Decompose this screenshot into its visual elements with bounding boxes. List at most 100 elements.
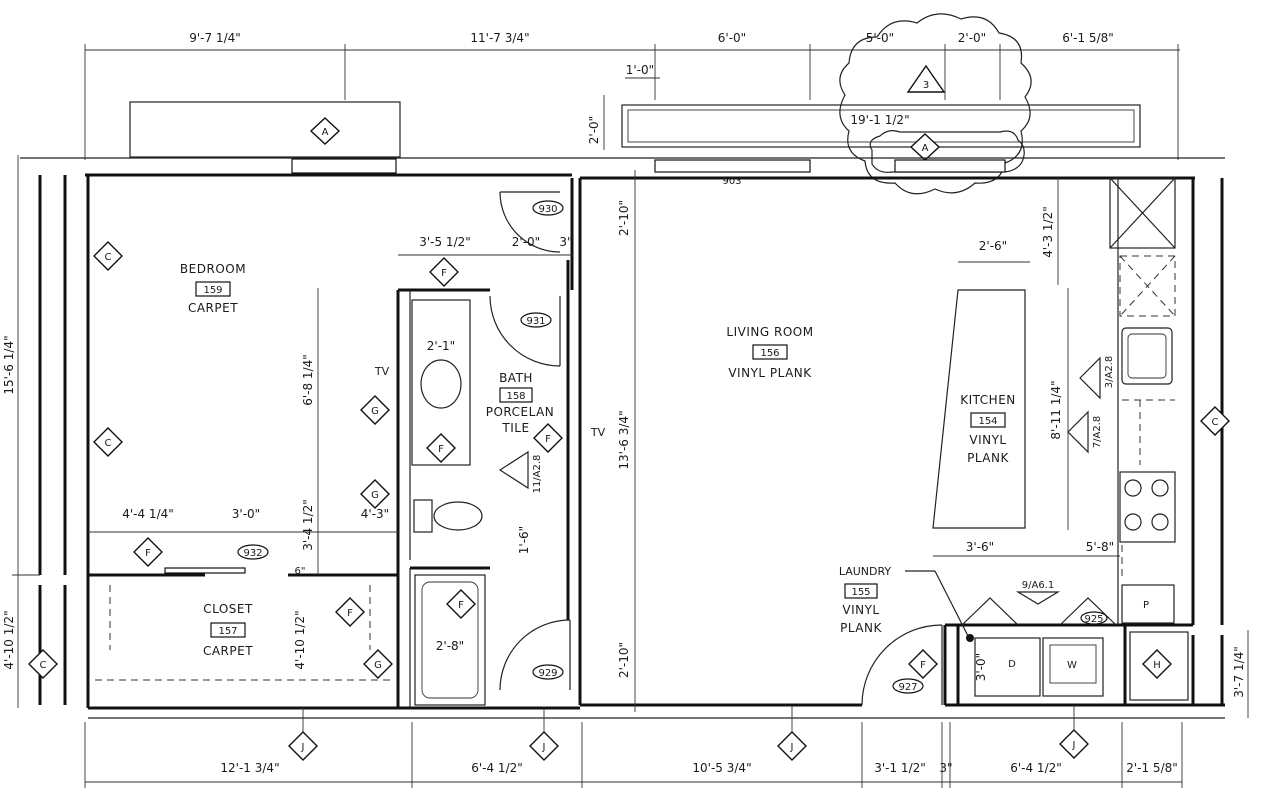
living-finish: VINYL PLANK (728, 366, 812, 380)
dim-bath-width: 3'-5 1/2" (419, 235, 471, 249)
bay-box: A (129, 101, 401, 158)
revision-number: 3 (923, 80, 929, 91)
wall-type-f-icon (429, 257, 459, 287)
tag-j-3: J (790, 742, 794, 753)
tag-j-4: J (1072, 740, 1076, 751)
bath-name: BATH (499, 371, 533, 385)
wall-type-j-icon (1059, 729, 1089, 759)
dim-right-edge: 3'-7 1/4" (1232, 646, 1246, 698)
door-927: 927 (898, 682, 917, 693)
dim-tub: 2'-8" (436, 639, 464, 653)
bedroom-name: BEDROOM (180, 262, 246, 276)
tag-g-bath-1: G (371, 406, 379, 417)
dim-canopy: 19'-1 1/2" (850, 113, 909, 127)
pantry (1121, 584, 1175, 624)
dim-entry-top: 2'-10" (617, 200, 631, 236)
bath-number: 158 (506, 391, 525, 402)
wall-type-g-icon (363, 649, 393, 679)
tag-c-1: C (105, 252, 112, 263)
dim-top-6: 6'-1 5/8" (1062, 31, 1114, 45)
dim-left-2: 4'-10 1/2" (2, 610, 16, 669)
tag-f-bath-mid: F (438, 444, 444, 455)
wall-type-j-icon (288, 731, 318, 761)
wall-type-h-icon (1142, 649, 1172, 679)
kitchen-sink (1121, 327, 1173, 385)
living-number: 156 (760, 348, 779, 359)
wall-type-c-icon (28, 649, 58, 679)
wall-type-f-icon (426, 433, 456, 463)
kitchen-finish-2: PLANK (967, 451, 1009, 465)
dim-entry-bottom: 2'-10" (617, 642, 631, 678)
interior-walls (88, 178, 1193, 708)
tag-f-bath-top: F (441, 268, 447, 279)
dim-closet-left: 4'-4 1/4" (122, 507, 174, 521)
dim-bottom-5: 3" (939, 761, 952, 775)
dim-counter-right: 5'-8" (1086, 540, 1114, 554)
washer-label: W (1067, 660, 1077, 671)
dim-wc-width: 4'-3" (361, 507, 389, 521)
door-925: 925 (1084, 614, 1103, 625)
dim-bottom-1: 12'-1 3/4" (220, 761, 279, 775)
wall-type-f-icon (335, 597, 365, 627)
window-living (654, 159, 811, 173)
tag-a-label-2: A (922, 143, 929, 154)
tag-g-bath-2: G (371, 490, 379, 501)
tag-h: H (1153, 660, 1161, 671)
dryer (974, 637, 1041, 697)
dim-bottom-4: 3'-1 1/2" (874, 761, 926, 775)
kitchen-island (932, 289, 1026, 529)
dim-top-5: 2'-0" (958, 31, 986, 45)
dim-kitchen-right: 4'-3 1/2" (1041, 206, 1055, 258)
tag-c-2: C (105, 438, 112, 449)
wall-type-g-icon (360, 395, 390, 425)
top-dimension-string: 9'-7 1/4" 11'-7 3/4" 6'-0" 5'-0" 2'-0" 6… (84, 31, 1180, 160)
dim-closet-door: 3'-0" (232, 507, 260, 521)
tag-f-living: F (545, 434, 551, 445)
tag-f-closet-2: F (347, 608, 353, 619)
pantry-label: P (1143, 600, 1149, 611)
water-heater (1129, 631, 1189, 701)
refrigerator (1109, 177, 1176, 249)
tv-label-living: TV (590, 426, 606, 439)
washer (1042, 637, 1104, 697)
window-bedroom (291, 158, 397, 174)
kitchen-section-ref-2: 7/A2.8 (1092, 416, 1103, 448)
wall-type-f-icon (908, 649, 938, 679)
bedroom-number: 159 (203, 285, 222, 296)
bath-finish-2: TILE (501, 421, 529, 435)
living-name: LIVING ROOM (726, 325, 813, 339)
dim-bath-jamb: 3" (559, 235, 572, 249)
dim-bath-height: 6'-8 1/4" (301, 354, 315, 406)
dim-wall-6: 6" (295, 566, 306, 577)
tag-c-4: C (1212, 417, 1219, 428)
dim-left-1: 15'-6 1/4" (2, 335, 16, 394)
dim-living-depth: 13'-6 3/4" (617, 410, 631, 469)
dim-top-1: 9'-7 1/4" (189, 31, 241, 45)
dim-canopy-offset: 1'-0" (626, 63, 654, 77)
closet: CLOSET 157 CARPET 4'-10 1/2" 6" F G (95, 566, 395, 681)
dim-closet-height: 4'-10 1/2" (293, 610, 307, 669)
bedroom-finish: CARPET (188, 301, 238, 315)
revision-triangle-icon (906, 64, 946, 93)
door-931: 931 (526, 316, 545, 327)
laundry-section-ref: 9/A6.1 (1022, 580, 1054, 591)
tag-f-laundry: F (920, 660, 926, 671)
tag-j-2: J (542, 742, 546, 753)
window-kitchen (894, 159, 1006, 173)
tag-f-closet: F (145, 548, 151, 559)
bedroom: BEDROOM 159 CARPET TV 4'-4 1/4" 3'-0" F … (88, 262, 398, 574)
dim-vanity: 2'-1" (427, 339, 455, 353)
dim-bottom-7: 2'-1 5/8" (1126, 761, 1178, 775)
wall-type-c-icon (93, 241, 123, 271)
kitchen-number: 154 (978, 416, 997, 427)
revision-cloud: 3 (839, 13, 1032, 195)
door-932: 932 (243, 548, 262, 559)
range (1119, 471, 1176, 543)
wall-type-f-icon (533, 423, 563, 453)
bath: 3'-5 1/2" 2'-0" 3" F 2'-1" G F 6'-8 1/4"… (301, 191, 573, 706)
wall-type-f-icon (446, 589, 476, 619)
dim-island-length: 8'-11 1/4" (1049, 380, 1063, 439)
dim-laundry-d: 3'-0" (974, 653, 988, 681)
dim-bottom-3: 10'-5 3/4" (692, 761, 751, 775)
